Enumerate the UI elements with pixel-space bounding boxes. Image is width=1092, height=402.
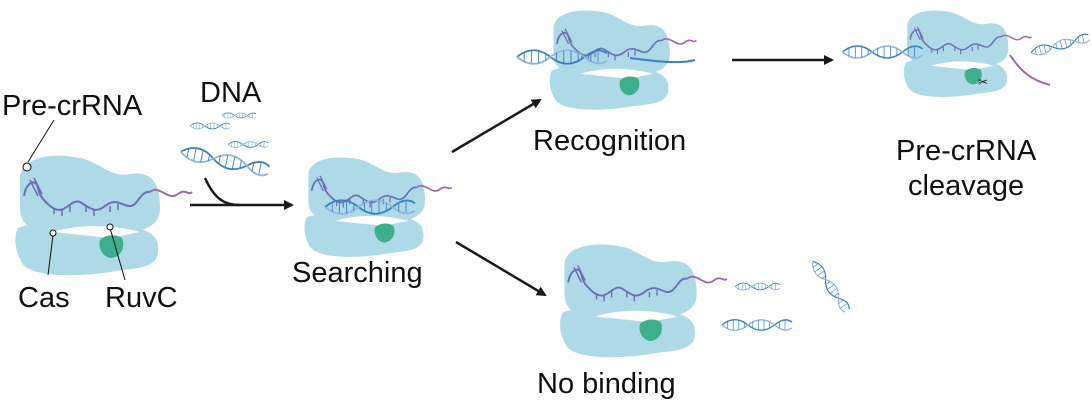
cleavage-label-line2: cleavage [908,170,1024,202]
cas-complex-recognition [515,9,698,111]
dna-molecules [178,112,272,179]
arrow-to-no-binding [455,240,547,297]
binding-arrow [203,177,241,207]
cas-complex-initial [14,119,193,281]
recognition-label: Recognition [533,125,686,157]
scissors-icon: ✂ [978,75,988,89]
no-binding-label: No binding [537,368,676,400]
searching-label: Searching [292,257,423,289]
cas-complex-no-binding [559,243,852,359]
cas-complex-cleavage: ✂ [841,9,1091,98]
ruvc-label: RuvC [105,282,178,314]
cleavage-label-line1: Pre-crRNA [896,135,1037,167]
dna-label: DNA [200,77,262,109]
cas-label: Cas [18,282,70,314]
cas-complex-searching [303,156,453,258]
pre-crrna-label: Pre-crRNA [2,90,143,122]
arrow-to-recognition [451,98,542,154]
